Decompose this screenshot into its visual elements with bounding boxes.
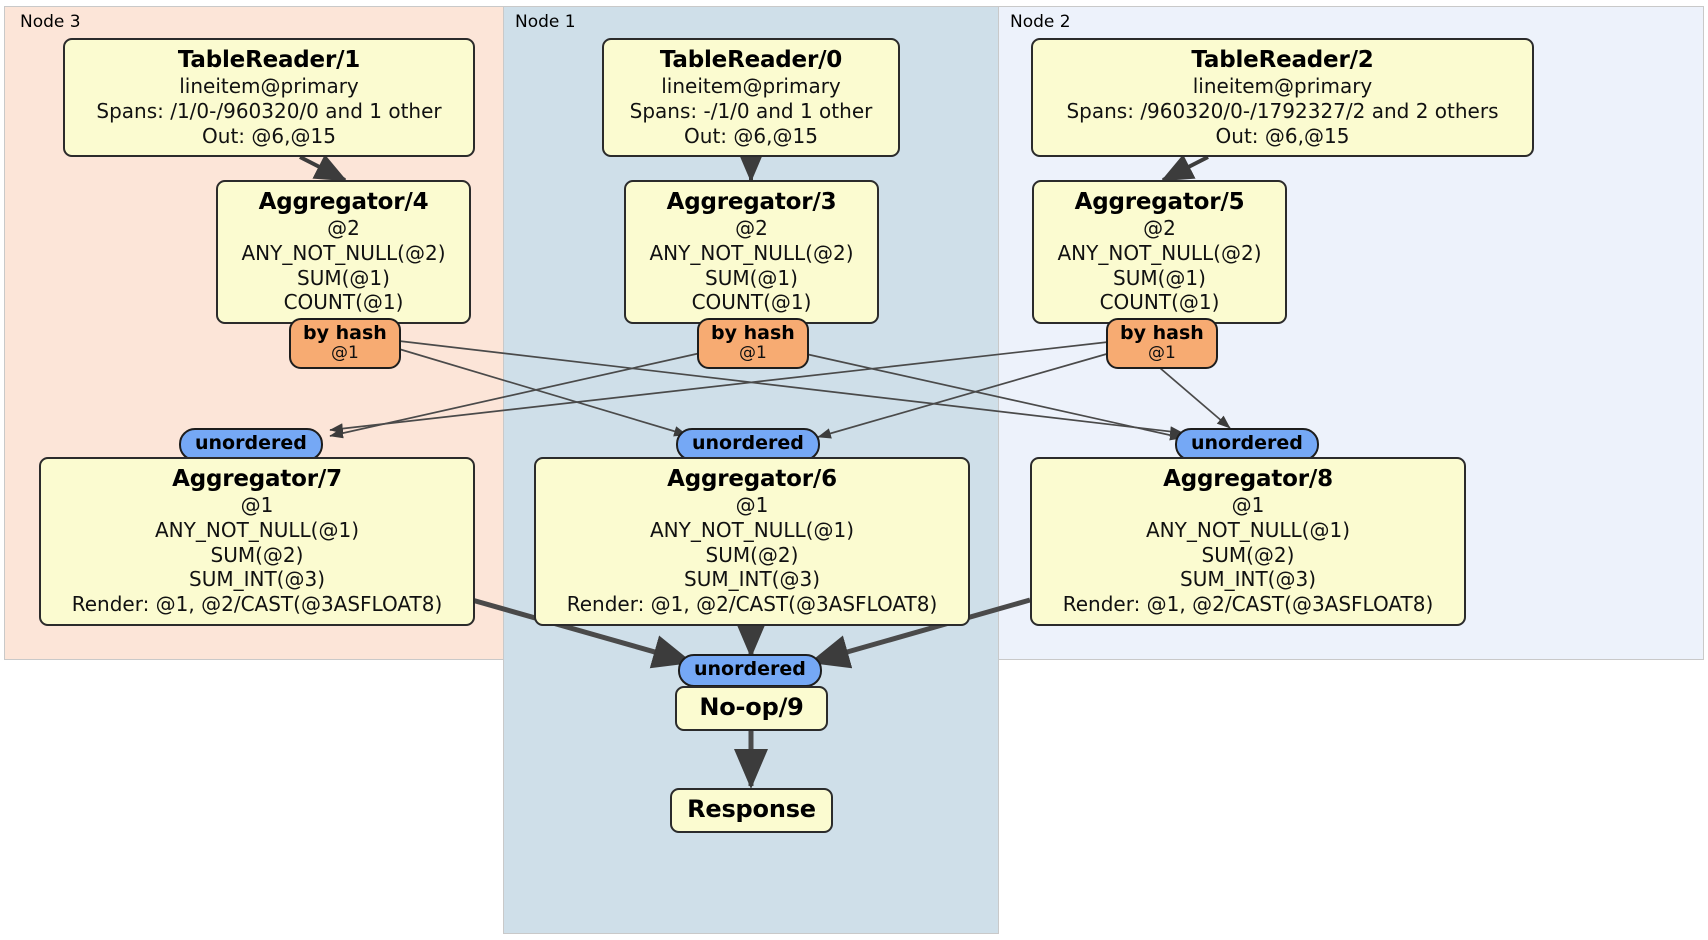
synchronizer-label: unordered [694, 658, 806, 680]
processor-agg: SUM_INT(@3) [189, 567, 325, 592]
synchronizer-unordered-final[interactable]: unordered [678, 654, 822, 688]
processor-index: lineitem@primary [1192, 74, 1373, 99]
processor-agg: SUM_INT(@3) [684, 567, 820, 592]
processor-title: TableReader/2 [1191, 47, 1374, 73]
processor-groupby: @1 [240, 493, 274, 518]
processor-spans: Spans: -/1/0 and 1 other [629, 99, 873, 124]
processor-aggregator-8[interactable]: Aggregator/8 @1 ANY_NOT_NULL(@1) SUM(@2)… [1030, 457, 1466, 626]
processor-groupby: @2 [327, 216, 360, 241]
router-key: @1 [330, 343, 359, 364]
processor-title: Aggregator/6 [667, 466, 837, 492]
processor-noop-9[interactable]: No-op/9 [675, 686, 828, 731]
processor-agg: ANY_NOT_NULL(@1) [155, 518, 359, 543]
processor-title: Aggregator/7 [172, 466, 342, 492]
processor-aggregator-4[interactable]: Aggregator/4 @2 ANY_NOT_NULL(@2) SUM(@1)… [216, 180, 471, 325]
processor-response[interactable]: Response [670, 788, 833, 833]
processor-groupby: @1 [735, 493, 769, 518]
processor-agg: SUM(@1) [705, 265, 798, 290]
processor-agg: COUNT(@1) [1099, 290, 1220, 315]
synchronizer-label: unordered [195, 432, 307, 454]
processor-groupby: @2 [1143, 216, 1176, 241]
router-type: by hash [1120, 322, 1204, 344]
synchronizer-label: unordered [1191, 432, 1303, 454]
processor-title: Aggregator/4 [258, 189, 429, 215]
processor-out: Out: @6,@15 [1215, 123, 1350, 148]
router-key: @1 [738, 343, 767, 364]
processor-aggregator-5[interactable]: Aggregator/5 @2 ANY_NOT_NULL(@2) SUM(@1)… [1032, 180, 1287, 325]
processor-agg: ANY_NOT_NULL(@2) [1057, 241, 1262, 266]
processor-render: Render: @1, @2/CAST(@3ASFLOAT8) [71, 592, 443, 617]
processor-agg: ANY_NOT_NULL(@2) [241, 241, 446, 266]
hash-router-node3[interactable]: by hash @1 [289, 318, 401, 370]
processor-title: Aggregator/8 [1163, 466, 1333, 492]
processor-title: Response [687, 795, 816, 823]
processor-agg: SUM(@1) [297, 265, 390, 290]
processor-agg: SUM(@1) [1113, 265, 1206, 290]
processor-title: TableReader/0 [659, 47, 843, 73]
processor-index: lineitem@primary [661, 74, 841, 99]
processor-title: No-op/9 [699, 693, 804, 721]
processor-spans: Spans: /960320/0-/1792327/2 and 2 others [1066, 99, 1499, 124]
processor-aggregator-3[interactable]: Aggregator/3 @2 ANY_NOT_NULL(@2) SUM(@1)… [624, 180, 879, 325]
processor-aggregator-7[interactable]: Aggregator/7 @1 ANY_NOT_NULL(@1) SUM(@2)… [39, 457, 475, 626]
synchronizer-label: unordered [692, 432, 804, 454]
processor-title: TableReader/1 [177, 47, 361, 73]
router-type: by hash [711, 322, 795, 344]
node-label-node3: Node 3 [20, 12, 81, 32]
hash-router-node2[interactable]: by hash @1 [1106, 318, 1218, 370]
processor-tablereader-2[interactable]: TableReader/2 lineitem@primary Spans: /9… [1031, 38, 1534, 158]
synchronizer-unordered-node1[interactable]: unordered [676, 428, 820, 462]
processor-agg: ANY_NOT_NULL(@1) [650, 518, 854, 543]
processor-aggregator-6[interactable]: Aggregator/6 @1 ANY_NOT_NULL(@1) SUM(@2)… [534, 457, 970, 626]
processor-groupby: @2 [735, 216, 768, 241]
processor-agg: ANY_NOT_NULL(@1) [1146, 518, 1350, 543]
synchronizer-unordered-node3[interactable]: unordered [179, 428, 323, 462]
processor-groupby: @1 [1231, 493, 1265, 518]
processor-out: Out: @6,@15 [202, 123, 336, 148]
processor-title: Aggregator/3 [666, 189, 837, 215]
synchronizer-unordered-node2[interactable]: unordered [1175, 428, 1319, 462]
processor-agg: SUM(@2) [705, 542, 799, 567]
processor-agg: SUM(@2) [210, 542, 304, 567]
processor-agg: COUNT(@1) [283, 290, 404, 315]
processor-tablereader-0[interactable]: TableReader/0 lineitem@primary Spans: -/… [602, 38, 900, 158]
processor-index: lineitem@primary [179, 74, 359, 99]
processor-agg: COUNT(@1) [691, 290, 812, 315]
node-label-node1: Node 1 [515, 12, 576, 32]
processor-spans: Spans: /1/0-/960320/0 and 1 other [96, 99, 442, 124]
router-key: @1 [1147, 343, 1176, 364]
processor-agg: SUM(@2) [1201, 542, 1295, 567]
processor-agg: SUM_INT(@3) [1180, 567, 1316, 592]
processor-render: Render: @1, @2/CAST(@3ASFLOAT8) [566, 592, 938, 617]
processor-tablereader-1[interactable]: TableReader/1 lineitem@primary Spans: /1… [63, 38, 475, 158]
hash-router-node1[interactable]: by hash @1 [697, 318, 809, 370]
processor-agg: ANY_NOT_NULL(@2) [649, 241, 854, 266]
processor-render: Render: @1, @2/CAST(@3ASFLOAT8) [1062, 592, 1434, 617]
router-type: by hash [303, 322, 387, 344]
node-label-node2: Node 2 [1010, 12, 1071, 32]
processor-title: Aggregator/5 [1074, 189, 1245, 215]
processor-out: Out: @6,@15 [684, 123, 818, 148]
